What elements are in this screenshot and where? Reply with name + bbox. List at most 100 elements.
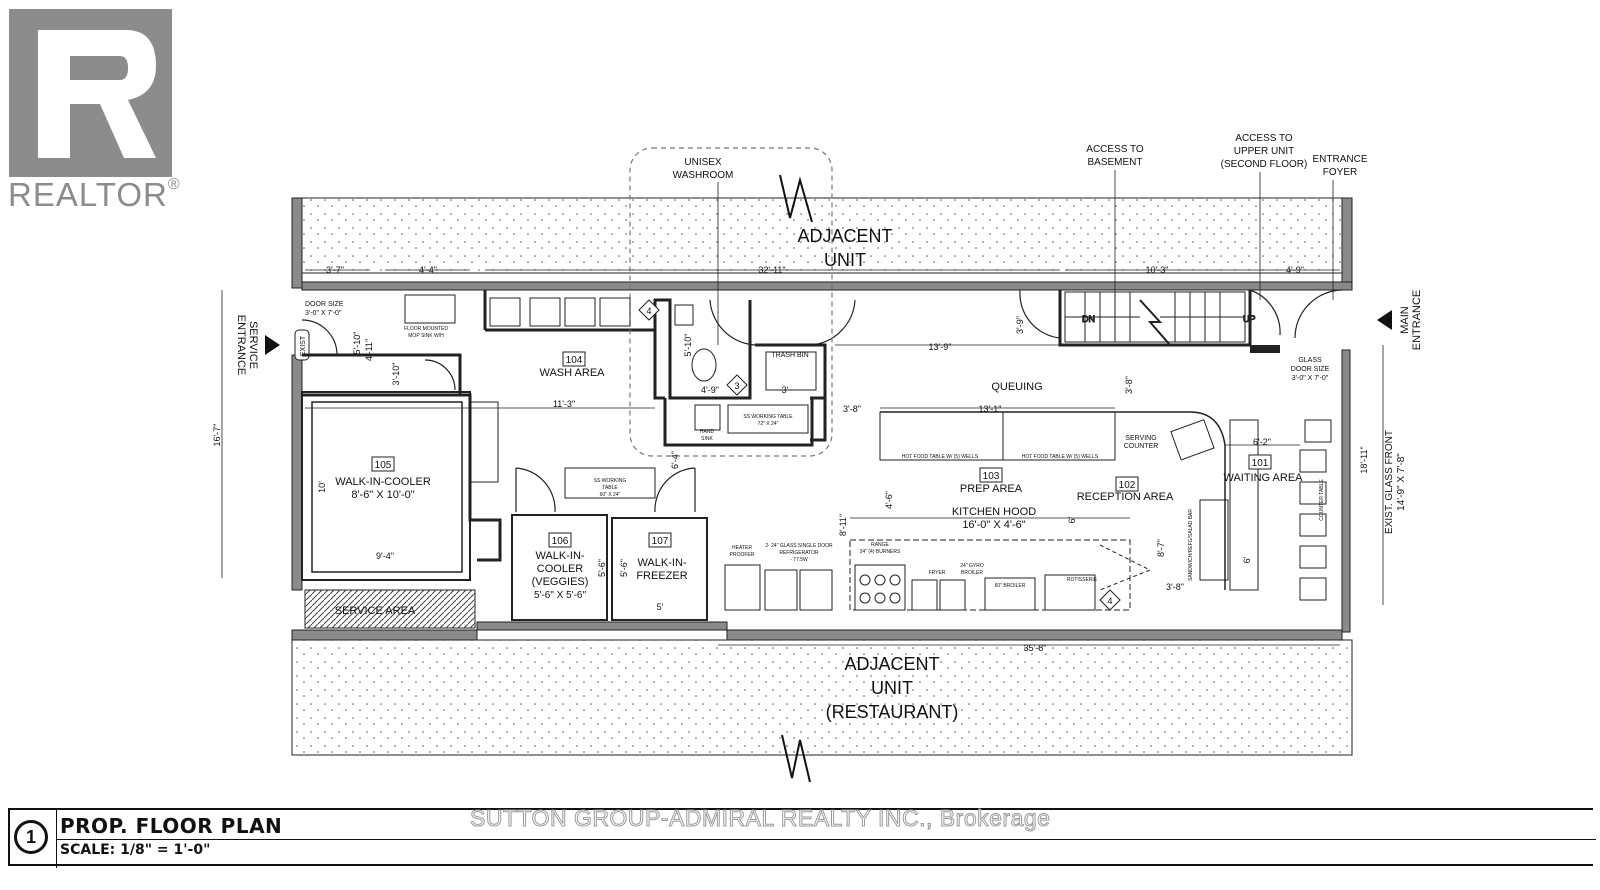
- ss-table-2-size: 60" X 24": [600, 492, 621, 498]
- dim-8-11: 8'-11": [838, 514, 848, 536]
- washroom-cloud: [629, 147, 833, 457]
- drawing-number: 1: [25, 827, 36, 847]
- dim-5-6a: 5'-6": [597, 559, 607, 577]
- dim-5-10b: 5'-10": [683, 334, 693, 357]
- dim-11-3: 11'-3": [553, 399, 575, 409]
- ss-table-1: SS WORKING TABLE: [743, 414, 793, 420]
- dim-6b: 6': [1242, 556, 1252, 563]
- refrigerator-1: 2- 24" GLASS SINGLE DOOR: [765, 543, 833, 549]
- room-106-size: 5'-6" X 5'-6": [534, 590, 587, 601]
- door-size-left-2: 3'-0" X 7'-0": [305, 310, 342, 317]
- callout-foyer-2: FOYER: [1323, 167, 1357, 178]
- dim-3-8c: 3'-8": [1166, 582, 1184, 592]
- dim-32-11: 32'-11": [758, 265, 785, 275]
- room-104-number: 104: [566, 355, 583, 366]
- broiler-label: 60" BROILER: [995, 583, 1026, 589]
- doors: [301, 289, 1343, 513]
- room-107-number: 107: [652, 536, 669, 547]
- room-101-name: WAITING AREA: [1223, 472, 1303, 484]
- callout-unisex-2: WASHROOM: [673, 170, 734, 181]
- room-105-size: 8'-6" X 10'-0": [351, 489, 414, 501]
- drawing-scale: SCALE: 1/8" = 1'-0": [60, 842, 211, 858]
- tag-4b-text: 4: [1107, 596, 1112, 606]
- dim-8-7: 8'-7": [1156, 539, 1166, 557]
- dim-5: 5': [657, 602, 664, 612]
- range-1: RANGE: [871, 542, 889, 548]
- drawing-number-circle: 1: [14, 820, 48, 854]
- room-106: 106 WALK-IN- COOLER (VEGGIES) 5'-6" X 5'…: [532, 532, 588, 601]
- callout-upper-2: UPPER UNIT: [1234, 146, 1295, 157]
- dim-3-9: 3'-9": [1015, 316, 1025, 334]
- callout-upper-3: (SECOND FLOOR): [1221, 159, 1308, 170]
- glass-door-1: GLASS: [1298, 357, 1322, 364]
- room-106-number: 106: [552, 536, 569, 547]
- dim-16-7: 16'-7": [212, 424, 222, 447]
- interior-walls: [301, 290, 1252, 621]
- room-106-name-2: COOLER: [537, 563, 584, 575]
- refrigerator-2: REFRIGERATOR: [779, 550, 819, 556]
- room-106-name-1: WALK-IN-: [535, 550, 584, 562]
- realtor-r-icon: [9, 9, 172, 177]
- adjacent-bottom-line1: ADJACENT: [844, 654, 939, 674]
- service-stairs: [304, 589, 476, 629]
- room-105-number: 105: [375, 460, 392, 471]
- realtor-logo-text: REALTOR: [8, 176, 168, 213]
- rotisserie-label: ROTISSERIE: [1067, 577, 1098, 583]
- dim-18-11: 18'-11": [1359, 446, 1369, 473]
- dim-4-6: 4'-6": [884, 491, 894, 509]
- exterior-walls: [291, 197, 1353, 641]
- room-103-name: PREP AREA: [960, 483, 1023, 495]
- dim-4-9b: 4'-9": [701, 385, 719, 395]
- room-103-number: 103: [983, 471, 1000, 482]
- room-107-name-1: WALK-IN-: [637, 557, 686, 569]
- dim-5-10a: 5'-10": [352, 332, 362, 355]
- mop-sink-1: FLOOR MOUNTED: [404, 326, 448, 332]
- dimensions: 3'-7" 4'-4" 32'-11" 10'-3" 4'-9" 5'-10" …: [212, 265, 1369, 653]
- dim-6-2: 6'-2": [1253, 437, 1271, 447]
- brokerage-watermark: SUTTON GROUP-ADMIRAL REALTY INC., Broker…: [469, 805, 1051, 832]
- room-101-number: 101: [1252, 458, 1269, 469]
- adjacent-top-line1: ADJACENT: [797, 226, 892, 246]
- room-104-name: WASH AREA: [540, 367, 606, 379]
- range-2: 24" (4) BURNERS: [860, 549, 901, 555]
- ss-table-2b: TABLE: [602, 485, 618, 491]
- dim-4-9: 4'-9": [1286, 265, 1304, 275]
- room-107: 107 WALK-IN- FREEZER: [636, 532, 688, 582]
- dim-4-11: 4'-11": [364, 339, 374, 361]
- kitchen-hood-label: KITCHEN HOOD: [952, 506, 1036, 518]
- drawing-title: PROP. FLOOR PLAN: [60, 814, 283, 838]
- realtor-logo: REALTOR®: [8, 8, 188, 213]
- trash-bin-label: TRASH BIN: [771, 352, 808, 359]
- callout-basement-2: BASEMENT: [1087, 157, 1142, 168]
- fixtures: [404, 294, 1332, 611]
- stairs: DN UP: [1064, 291, 1256, 346]
- tag-4a-text: 4: [646, 306, 651, 316]
- heater-proofer-2: PROOFER: [730, 552, 755, 558]
- adjacent-top-line2: UNIT: [824, 250, 866, 270]
- gyro-2: BROILER: [961, 570, 983, 576]
- tag-4a: 4: [638, 299, 660, 321]
- dim-9-4: 9'-4": [376, 551, 394, 561]
- room-101: 101 WAITING AREA: [1223, 454, 1303, 484]
- room-102: 102 RECEPTION AREA: [1077, 476, 1174, 503]
- hot-food-table-1: HOT FOOD TABLE W/ (5) WELLS: [902, 454, 979, 460]
- service-entrance-line2: ENTRANCE: [235, 315, 247, 376]
- main-entrance-arrow-icon: [1377, 310, 1392, 330]
- dim-3-8b: 3'-8": [843, 404, 861, 414]
- stair-down-label: DN: [1082, 314, 1095, 324]
- room-104: 104 WASH AREA: [540, 351, 606, 379]
- refrigerator-3: - 77.5W: [790, 557, 808, 563]
- registered-mark: ®: [167, 176, 181, 193]
- adjacent-bottom-line2: UNIT: [871, 678, 913, 698]
- dim-6: 6': [1067, 516, 1077, 523]
- dim-4-4: 4'-4": [419, 265, 437, 275]
- adjacent-unit-bottom: ADJACENT UNIT (RESTAURANT): [291, 639, 1353, 783]
- dim-3: 3': [782, 385, 789, 395]
- dim-5-6b: 5'-6": [619, 559, 629, 577]
- fryer-label: FRYER: [929, 570, 946, 576]
- tag-4b: 4: [1099, 589, 1121, 611]
- tag-3: 3: [726, 374, 748, 396]
- glass-front-line1: EXIST. GLASS FRONT: [1384, 430, 1395, 534]
- serving-counter-1: SERVING: [1125, 435, 1156, 442]
